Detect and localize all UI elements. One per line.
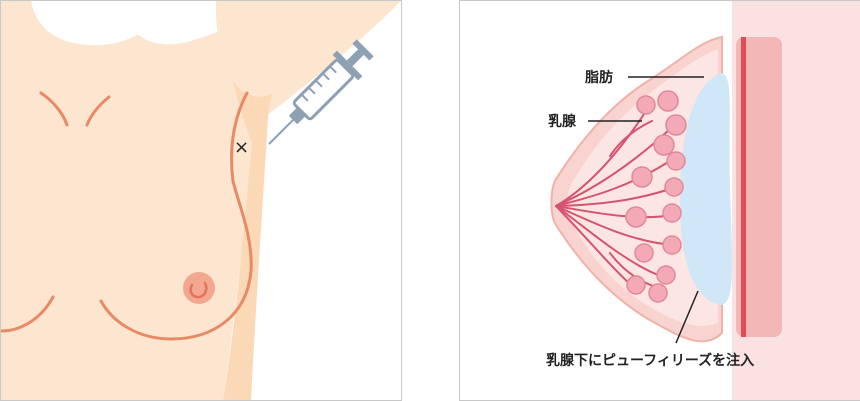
areola [183,272,215,304]
leader-line-inject [675,290,699,344]
side-shading [223,101,269,400]
breast-contour [99,91,253,341]
upper-arm [215,1,346,93]
clavicle-left [39,91,69,127]
clavicle-right [85,95,111,127]
torso-illustration [1,1,401,400]
torso-illustration-panel: × [0,0,402,401]
gland-lobes [625,90,687,303]
label-injection-note: 乳腺下にピューフィリーズを注入 [546,353,755,369]
syringe-icon [268,39,374,145]
cross-section-panel: 脂肪 乳腺 乳腺下にピューフィリーズを注入 [459,0,860,401]
filler-implant [679,73,733,305]
label-fat: 脂肪 [585,70,613,86]
injection-point-icon: × [234,137,250,158]
label-mammary-gland: 乳腺 [548,114,576,130]
pectoral-muscle [736,37,782,337]
chest-contour-left [1,295,55,333]
nipple [189,281,208,299]
gland-ducts [555,110,677,294]
breast-cross-section [550,1,860,400]
muscle-line [741,37,746,337]
